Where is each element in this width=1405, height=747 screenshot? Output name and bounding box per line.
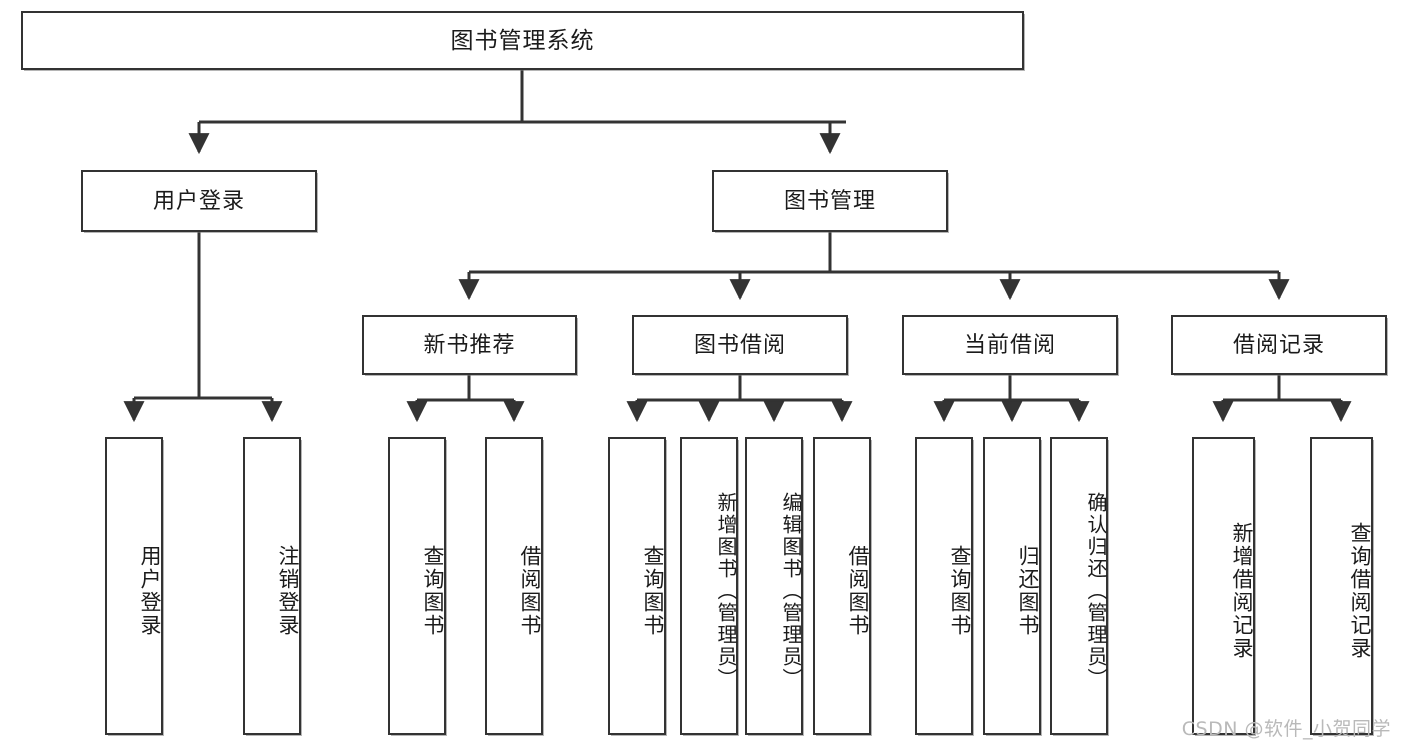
leaf-query-book-current[interactable]: 查询图书	[915, 437, 973, 735]
node-book-management[interactable]: 图书管理	[712, 170, 948, 232]
leaf-add-borrow-record[interactable]: 新增借阅记录	[1192, 437, 1255, 735]
node-user-login[interactable]: 用户登录	[81, 170, 317, 232]
leaf-confirm-return-admin[interactable]: 确认归还（管理员）	[1050, 437, 1108, 735]
node-new-book-recommend[interactable]: 新书推荐	[362, 315, 577, 375]
leaf-borrow-book-new[interactable]: 借阅图书	[485, 437, 543, 735]
leaf-query-borrow-record[interactable]: 查询借阅记录	[1310, 437, 1373, 735]
leaf-return-book[interactable]: 归还图书	[983, 437, 1041, 735]
csdn-watermark: CSDN @软件_小贺同学	[1181, 718, 1391, 740]
leaf-add-book-admin[interactable]: 新增图书（管理员）	[680, 437, 738, 735]
leaf-query-book-borrow[interactable]: 查询图书	[608, 437, 666, 735]
leaf-user-login[interactable]: 用户登录	[105, 437, 163, 735]
node-current-borrow[interactable]: 当前借阅	[902, 315, 1118, 375]
leaf-edit-book-admin[interactable]: 编辑图书（管理员）	[745, 437, 803, 735]
node-root-system[interactable]: 图书管理系统	[21, 11, 1024, 70]
leaf-query-book-new[interactable]: 查询图书	[388, 437, 446, 735]
node-borrow-record[interactable]: 借阅记录	[1171, 315, 1387, 375]
node-book-borrow[interactable]: 图书借阅	[632, 315, 848, 375]
leaf-borrow-book[interactable]: 借阅图书	[813, 437, 871, 735]
leaf-logout[interactable]: 注销登录	[243, 437, 301, 735]
